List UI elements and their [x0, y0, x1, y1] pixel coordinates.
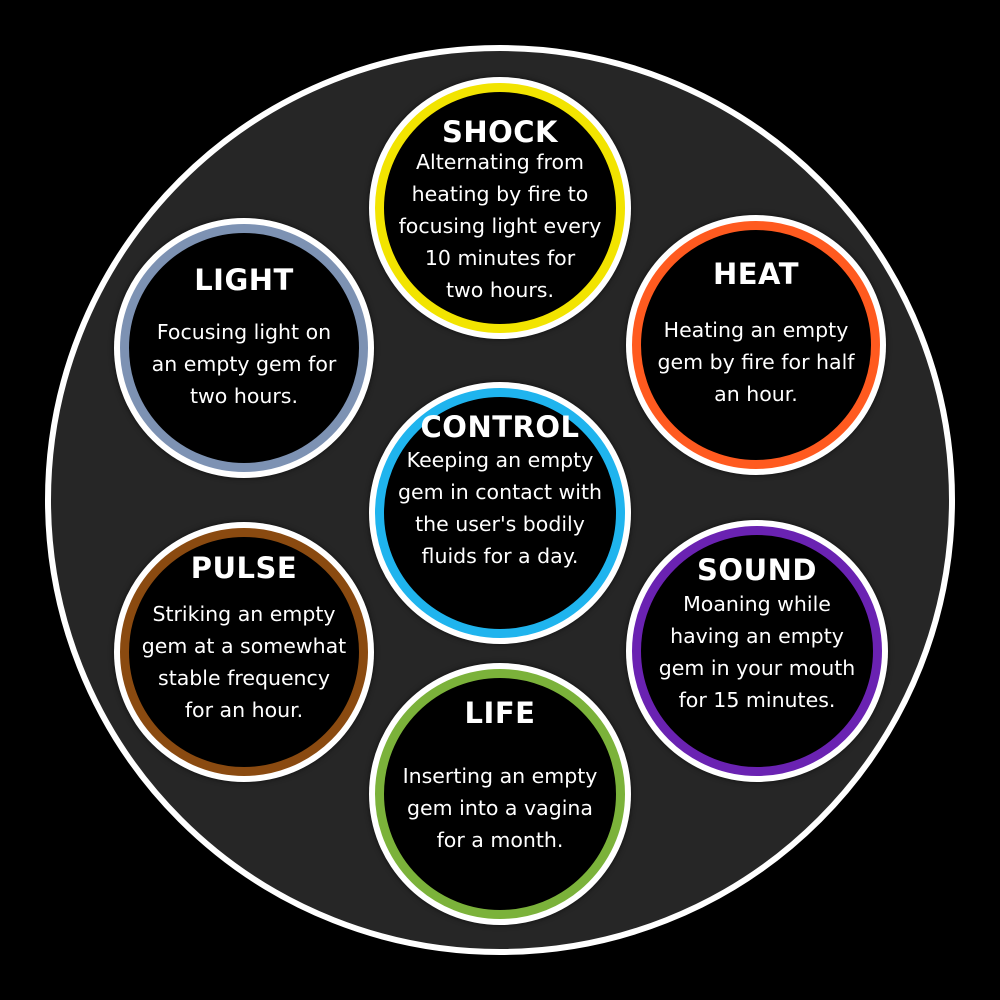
- gem-sound-line: for 15 minutes.: [678, 688, 836, 712]
- gem-sound-ring: [632, 526, 882, 776]
- gem-life-ring: [375, 669, 625, 919]
- gem-life-title: LIFE: [464, 696, 536, 730]
- gem-sound: SOUND Moaning while having an empty gem …: [626, 520, 888, 782]
- gem-pulse-ring: [120, 528, 368, 776]
- gem-heat-description: Heating an empty gem by fire for half an…: [626, 314, 886, 410]
- gem-life-line: Inserting an empty: [402, 764, 598, 788]
- gem-control-title: CONTROL: [420, 410, 580, 444]
- gem-control-line: fluids for a day.: [421, 544, 579, 568]
- gem-shock-ring: [375, 83, 625, 333]
- gem-light-line: two hours.: [189, 384, 298, 408]
- gem-shock-line: 10 minutes for: [424, 246, 576, 270]
- gem-shock-line: two hours.: [445, 278, 554, 302]
- gem-sound-title: SOUND: [697, 553, 817, 587]
- gem-heat-title: HEAT: [712, 257, 800, 291]
- gem-control-ring: [375, 388, 625, 638]
- gem-heat-line: gem by fire for half: [657, 350, 855, 374]
- gem-light-description: Focusing light on an empty gem for two h…: [114, 316, 374, 412]
- gem-shock-line: Alternating from: [416, 150, 584, 174]
- gem-light: LIGHT Focusing light on an empty gem for…: [114, 218, 374, 478]
- gem-pulse-description: Striking an empty gem at a somewhat stab…: [114, 598, 374, 726]
- gem-life-line: for a month.: [436, 828, 564, 852]
- gem-sound-description: Moaning while having an empty gem in you…: [626, 588, 888, 716]
- gem-life-line: gem into a vagina: [407, 796, 593, 820]
- gem-life-description: Inserting an empty gem into a vagina for…: [369, 760, 631, 856]
- gem-light-line: an empty gem for: [151, 352, 337, 376]
- gem-pulse-line: for an hour.: [184, 698, 304, 722]
- gem-sound-line: having an empty: [670, 624, 844, 648]
- gem-heat-line: Heating an empty: [663, 318, 849, 342]
- gem-shock-description: Alternating from heating by fire to focu…: [369, 146, 631, 306]
- gem-heat: HEAT Heating an empty gem by fire for ha…: [626, 215, 886, 475]
- gem-heat-line: an hour.: [714, 382, 798, 406]
- gem-life: LIFE Inserting an empty gem into a vagin…: [369, 663, 631, 925]
- gem-pulse-line: gem at a somewhat: [141, 634, 347, 658]
- gem-heat-ring: [632, 221, 880, 469]
- gem-pulse-line: Striking an empty: [152, 602, 336, 626]
- gem-shock-line: focusing light every: [398, 214, 602, 238]
- gem-light-title: LIGHT: [194, 263, 294, 297]
- gem-pulse-title: PULSE: [190, 551, 298, 585]
- gem-light-line: Focusing light on: [156, 320, 332, 344]
- gem-sound-line: gem in your mouth: [658, 656, 856, 680]
- gem-control-line: the user's bodily: [415, 512, 585, 536]
- gem-shock-title: SHOCK: [441, 115, 559, 149]
- gem-light-ring: [120, 224, 368, 472]
- gem-shock-line: heating by fire to: [411, 182, 589, 206]
- gem-control-line: Keeping an empty: [406, 448, 594, 472]
- gem-control: CONTROL Keeping an empty gem in contact …: [369, 382, 631, 644]
- gem-shock: SHOCK Alternating from heating by fire t…: [369, 77, 631, 339]
- gem-control-description: Keeping an empty gem in contact with the…: [369, 444, 631, 572]
- gem-control-line: gem in contact with: [397, 480, 603, 504]
- gem-pulse-line: stable frequency: [158, 666, 330, 690]
- gem-sound-line: Moaning while: [683, 592, 831, 616]
- gem-pulse: PULSE Striking an empty gem at a somewha…: [114, 522, 374, 782]
